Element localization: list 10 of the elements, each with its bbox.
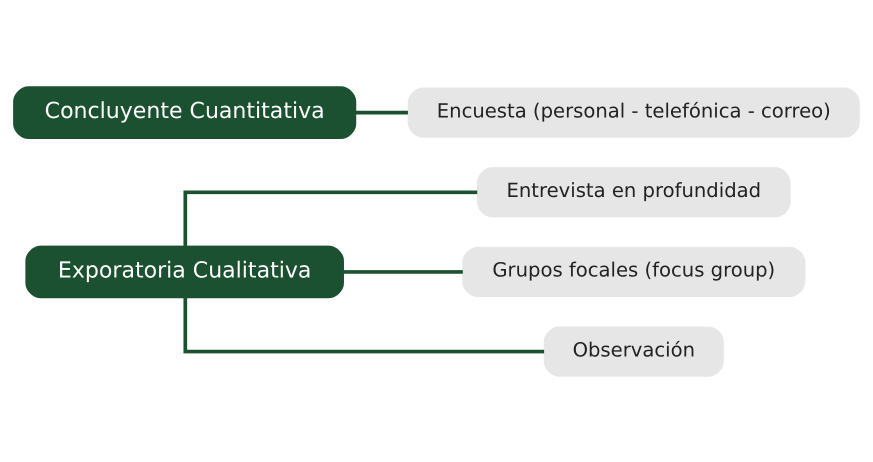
node-box: Grupos focales (focus group): [462, 246, 806, 297]
node-box: Encuesta (personal - telefónica - correo): [408, 87, 860, 138]
connector: [344, 270, 463, 274]
connector: [183, 190, 478, 246]
connector: [356, 110, 408, 114]
node-box: Exporatoria Cualitativa: [25, 245, 344, 298]
node-box: Concluyente Cuantitativa: [13, 86, 356, 138]
node-box: Entrevista en profundidad: [476, 166, 791, 217]
node-box: Observación: [544, 326, 724, 376]
connector: [183, 298, 544, 353]
